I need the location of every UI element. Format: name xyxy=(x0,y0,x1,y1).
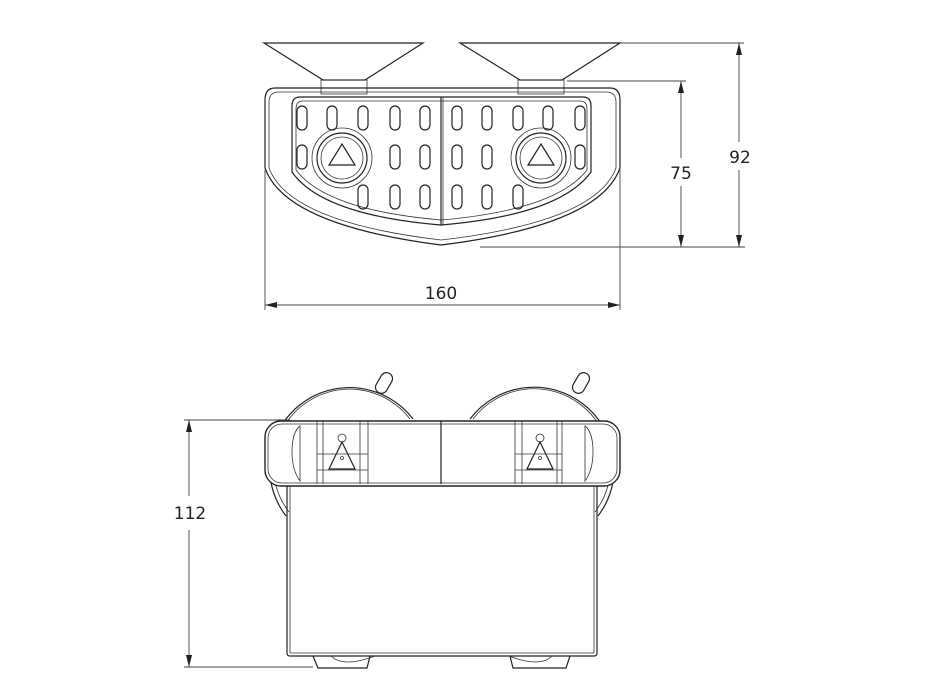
drain-slot xyxy=(451,105,463,131)
drain-slot xyxy=(481,184,493,210)
drain-slot xyxy=(574,144,586,170)
dimension-label-75: 75 xyxy=(670,164,692,184)
disc-tab-left xyxy=(374,372,394,394)
drain-slot xyxy=(326,105,338,131)
dimension-label-112: 112 xyxy=(174,504,206,524)
dimension-75: 75 xyxy=(480,80,745,248)
hanger-clip-right xyxy=(515,433,562,471)
shelf-body-outline xyxy=(264,87,621,246)
triangle-icon xyxy=(526,142,556,166)
drain-slot xyxy=(542,105,554,131)
drain-slot xyxy=(296,144,308,170)
drain-slot xyxy=(296,105,308,131)
dimension-92: 92 xyxy=(620,42,751,247)
drain-slot xyxy=(389,184,401,210)
cup-clip-right xyxy=(517,79,565,95)
drain-slot xyxy=(357,105,369,131)
front-view: 112 xyxy=(174,372,621,669)
dimension-label-160: 160 xyxy=(425,284,457,304)
top-view: 160 75 92 xyxy=(261,42,751,310)
suction-cup-right xyxy=(457,42,623,81)
hanger-clip-left xyxy=(317,433,368,471)
drain-button-left xyxy=(311,127,373,189)
foot-right xyxy=(509,655,571,669)
drain-slot xyxy=(357,184,369,210)
drain-slot xyxy=(481,105,493,131)
drain-slot xyxy=(512,105,524,131)
front-rail xyxy=(264,420,621,487)
shelf-body-inner xyxy=(268,91,617,241)
drain-slot xyxy=(481,144,493,170)
suction-cup-left xyxy=(261,42,426,81)
disc-tab-right xyxy=(571,372,591,394)
foot-left xyxy=(312,655,371,669)
drain-slot xyxy=(389,105,401,131)
cup-clip-left xyxy=(320,79,368,95)
drain-slot xyxy=(512,184,524,210)
drain-slot xyxy=(389,144,401,170)
basket-body xyxy=(286,486,598,657)
triangle-icon xyxy=(327,142,357,166)
dimension-label-92: 92 xyxy=(729,148,751,168)
drain-slot xyxy=(419,105,431,131)
drain-slot xyxy=(574,105,586,131)
dimension-112: 112 xyxy=(174,419,313,668)
drain-slot xyxy=(419,184,431,210)
drain-button-right xyxy=(510,127,572,189)
drain-slot xyxy=(419,144,431,170)
dimension-160: 160 xyxy=(264,170,621,310)
drain-slot xyxy=(451,144,463,170)
drain-slot xyxy=(451,184,463,210)
drain-slots xyxy=(296,105,586,210)
